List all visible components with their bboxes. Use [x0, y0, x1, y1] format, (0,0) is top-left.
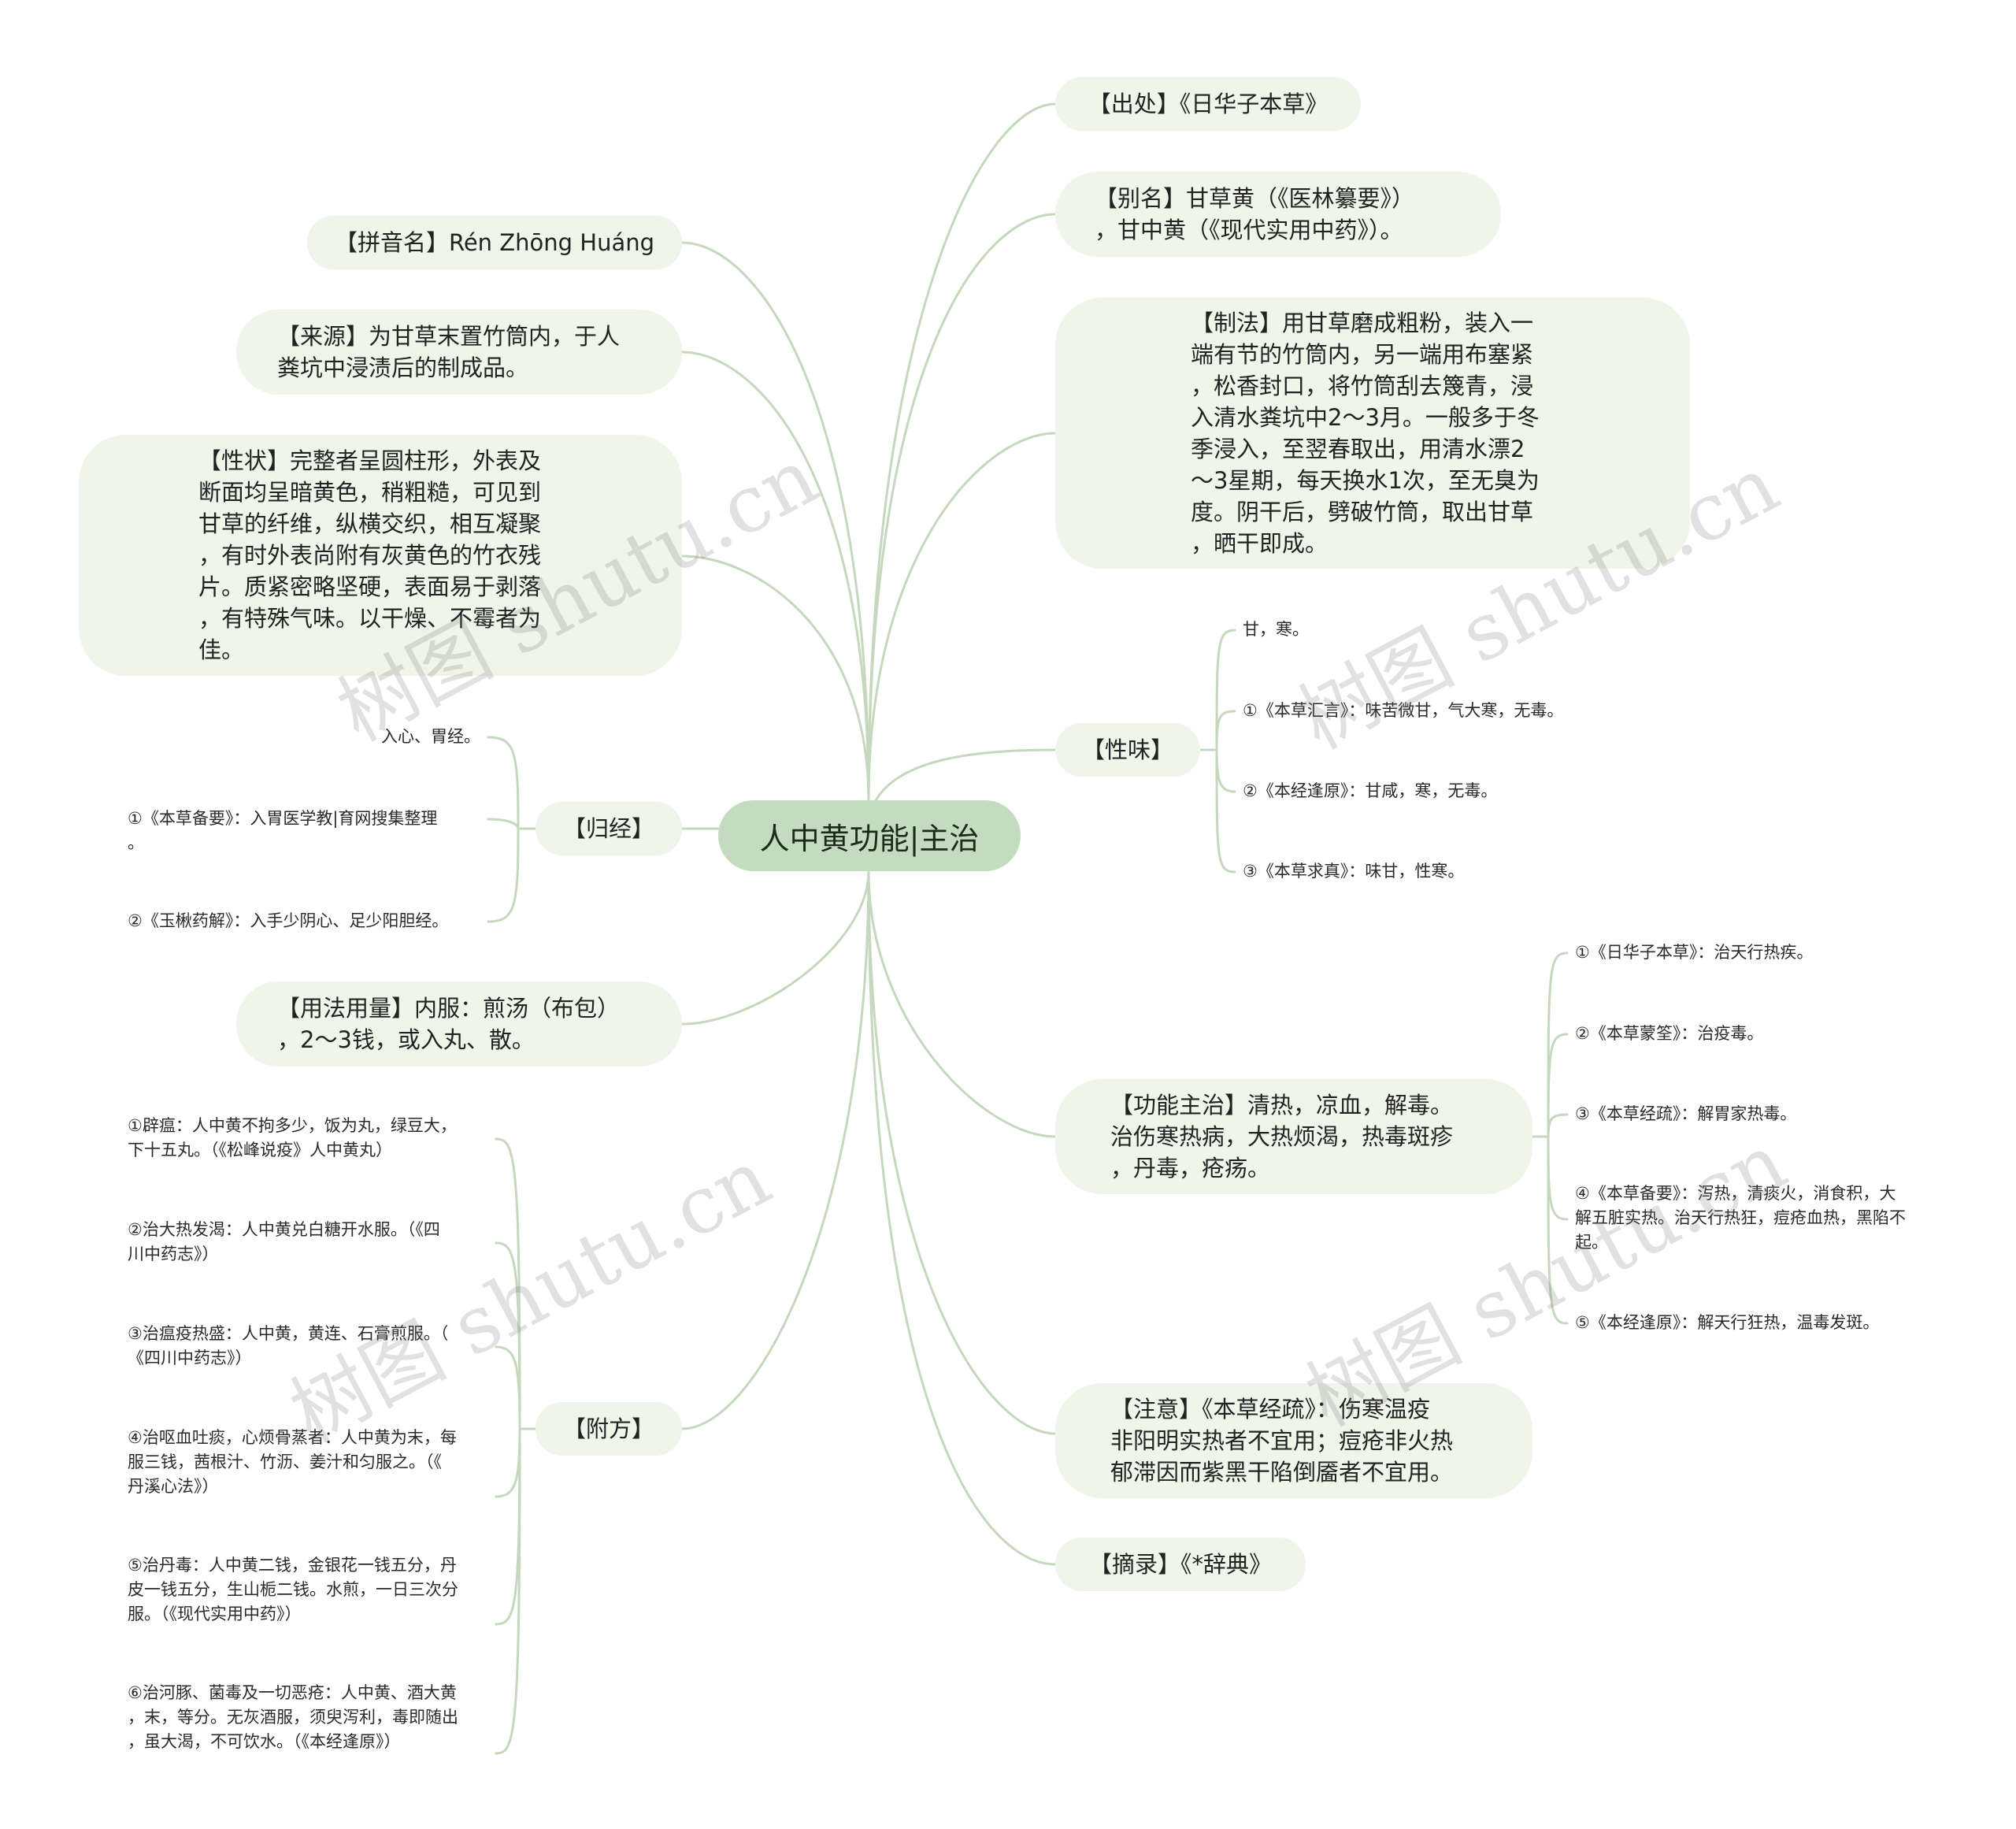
xingwei-leaf-1: ①《本草汇言》：味苦微甘，气大寒，无毒。	[1243, 701, 1564, 720]
node-zhifa[interactable]: 【制法】用甘草磨成粗粉，装入一 端有节的竹筒内，另一端用布塞紧 ，松香封口，将竹…	[1055, 298, 1690, 569]
link-zhailu	[867, 870, 1057, 1566]
node-guijing[interactable]: 【归经】	[536, 802, 682, 855]
link-yongfa	[680, 870, 870, 1026]
link-laiyuan	[680, 351, 870, 802]
node-bieming-label: 【别名】甘草黄（《医林纂要》） ，甘中黄（《现代实用中药》）。	[1095, 185, 1415, 243]
fufang-leaf-5: ⑥治河豚、菌毒及一切恶疮：人中黄、酒大黄 ，末，等分。无灰酒服，须臾泻利，毒即随…	[128, 1683, 458, 1751]
link-bieming	[867, 213, 1057, 802]
fufang-leaf-3: ④治呕血吐痰，心烦骨蒸者：人中黄为末，每 服三钱，茜根汁、竹沥、姜汁和匀服之。（…	[128, 1428, 457, 1496]
node-pinyin[interactable]: 【拼音名】Rén Zhōng Huáng	[307, 216, 682, 269]
node-zhailu[interactable]: 【摘录】《*辞典》	[1055, 1538, 1306, 1591]
node-zhifa-label: 【制法】用甘草磨成粗粉，装入一 端有节的竹筒内，另一端用布塞紧 ，松香封口，将竹…	[1191, 310, 1540, 557]
node-laiyuan[interactable]: 【来源】为甘草末置竹筒内，于人 粪坑中浸渍后的制成品。	[236, 310, 682, 395]
link-zhifa	[867, 432, 1057, 802]
link-fufang	[680, 870, 870, 1430]
gongneng-leaf-3: ④《本草备要》：泻热，清痰火，消食积，大 解五脏实热。治天行热狂，痘疮血热，黑陷…	[1575, 1184, 1906, 1252]
node-gongneng[interactable]: 【功能主治】清热，凉血，解毒。 治伤寒热病，大热烦渴，热毒斑疹 ，丹毒，疮疡。	[1055, 1079, 1532, 1194]
gongneng-leaf-2: ③《本草经疏》：解胃家热毒。	[1575, 1104, 1797, 1123]
node-xingzhuang[interactable]: 【性状】完整者呈圆柱形，外表及 断面均呈暗黄色，稍粗糙，可见到 甘草的纤维，纵横…	[79, 435, 682, 676]
link-zhuyi	[867, 870, 1057, 1435]
link-xingzhuang	[680, 555, 870, 802]
node-zhuyi[interactable]: 【注意】《本草经疏》：伤寒温疫 非阳明实热者不宜用；痘疮非火热 郁滞因而紫黑干陷…	[1055, 1383, 1532, 1498]
node-zhuyi-label: 【注意】《本草经疏》：伤寒温疫 非阳明实热者不宜用；痘疮非火热 郁滞因而紫黑干陷…	[1110, 1396, 1454, 1486]
node-laiyuan-label: 【来源】为甘草末置竹筒内，于人 粪坑中浸渍后的制成品。	[277, 323, 621, 381]
gongneng-leaf-0: ①《日华子本草》：治天行热疾。	[1575, 943, 1814, 962]
link-xingwei	[873, 748, 1057, 805]
node-zhailu-label: 【摘录】《*辞典》	[1088, 1551, 1272, 1578]
node-chuchu-label: 【出处】《日华子本草》	[1088, 91, 1329, 117]
link-gongneng	[867, 870, 1057, 1138]
xingwei-leaf-2: ②《本经逢原》：甘咸，寒，无毒。	[1243, 781, 1498, 800]
node-xingzhuang-label: 【性状】完整者呈圆柱形，外表及 断面均呈暗黄色，稍粗糙，可见到 甘草的纤维，纵横…	[198, 447, 542, 663]
node-bieming[interactable]: 【别名】甘草黄（《医林纂要》） ，甘中黄（《现代实用中药》）。	[1055, 172, 1501, 257]
fufang-leaf-4: ⑤治丹毒：人中黄二钱，金银花一钱五分，丹 皮一钱五分，生山栀二钱。水煎，一日三次…	[128, 1556, 458, 1623]
fufang-leaf-1: ②治大热发渴：人中黄兑白糖开水服。（《四 川中药志》）	[128, 1220, 440, 1263]
node-chuchu[interactable]: 【出处】《日华子本草》	[1055, 77, 1361, 131]
node-gongneng-label: 【功能主治】清热，凉血，解毒。 治伤寒热病，大热烦渴，热毒斑疹 ，丹毒，疮疡。	[1110, 1092, 1454, 1182]
node-xingwei[interactable]: 【性味】	[1055, 723, 1200, 777]
xingwei-leaf-0: 甘，寒。	[1243, 620, 1309, 639]
link-chuchu	[867, 102, 1057, 802]
node-xingwei-label: 【性味】	[1081, 736, 1173, 763]
fufang-leaf-0: ①辟瘟：人中黄不拘多少，饭为丸，绿豆大， 下十五丸。（《松峰说疫》人中黄丸）	[128, 1116, 457, 1159]
node-guijing-label: 【归经】	[562, 815, 654, 842]
node-yongfa-label: 【用法用量】内服：煎汤（布包） ，2～3钱，或入丸、散。	[277, 995, 621, 1053]
xingwei-leaf-3: ③《本草求真》：味甘，性寒。	[1243, 862, 1465, 881]
guijing-leaf-1: ①《本草备要》：入胃医学教|育网搜集整理 。	[128, 809, 438, 852]
gongneng-leaf-1: ②《本草蒙筌》：治疫毒。	[1575, 1024, 1764, 1043]
fufang-leaf-2: ③治瘟疫热盛：人中黄，黄连、石膏煎服。（ 《四川中药志》）	[128, 1324, 449, 1367]
node-fufang[interactable]: 【附方】	[536, 1402, 682, 1456]
guijing-leaf-0: 入心、胃经。	[381, 727, 480, 746]
gongneng-leaf-4: ⑤《本经逢原》：解天行狂热，温毒发斑。	[1575, 1313, 1880, 1332]
node-pinyin-label: 【拼音名】Rén Zhōng Huáng	[334, 229, 655, 256]
guijing-leaf-2: ②《玉楸药解》：入手少阴心、足少阳胆经。	[128, 911, 449, 930]
node-yongfa[interactable]: 【用法用量】内服：煎汤（布包） ，2～3钱，或入丸、散。	[236, 981, 682, 1067]
root-topic[interactable]: 人中黄功能|主治	[718, 800, 1021, 871]
link-pinyin	[680, 241, 870, 802]
node-fufang-label: 【附方】	[562, 1415, 654, 1442]
